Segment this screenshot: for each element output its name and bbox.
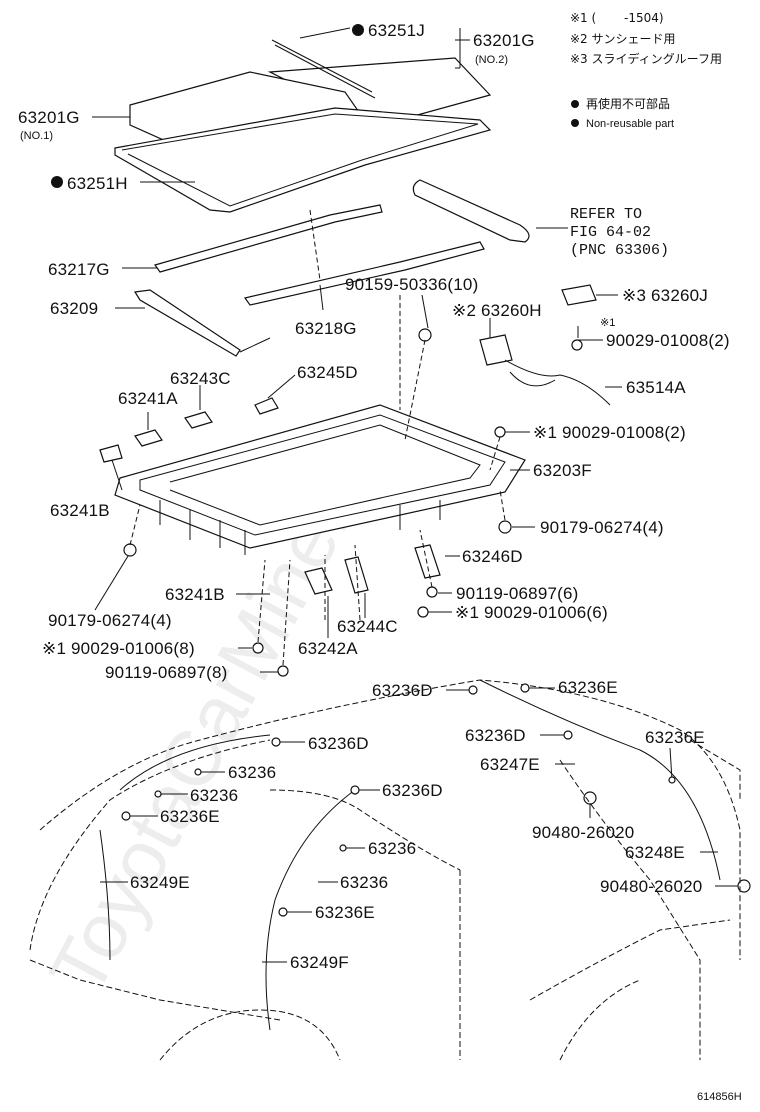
label-63241B-a: 63241B — [50, 501, 110, 520]
bracket-63243C — [184, 411, 213, 429]
note-1: ※1 ( -1504) — [570, 11, 664, 25]
note-2: ※2 サンシェード用 — [570, 32, 676, 46]
refer-line-1: REFER TO — [570, 206, 642, 223]
label-90480-26020-a: 90480-26020 — [532, 823, 634, 842]
label-no1: (NO.1) — [20, 130, 53, 142]
label-63203F: 63203F — [533, 461, 592, 480]
label-63236-d: 63236 — [340, 873, 388, 892]
bracket-63245D — [254, 397, 279, 415]
label-no2: (NO.2) — [475, 54, 508, 66]
label-90119-06897-right: 90119-06897(6) — [456, 584, 579, 603]
nonreusable-dot-icon — [352, 24, 364, 36]
label-90119-06897-left: 90119-06897(8) — [105, 663, 228, 682]
label-63218G: 63218G — [295, 319, 357, 338]
glass-frame-weatherstrip — [114, 107, 492, 213]
label-90179-06274-right: 90179-06274(4) — [540, 518, 664, 537]
wire-harness-63514A — [504, 359, 611, 406]
label-63209: 63209 — [50, 299, 98, 318]
alignment-lines — [129, 209, 506, 666]
label-63236E-d: 63236E — [315, 903, 375, 922]
label-63201G-no2: 63201G — [473, 31, 535, 50]
label-63217G: 63217G — [48, 260, 110, 279]
front-wind-deflector — [154, 204, 383, 273]
label-63251H: 63251H — [67, 174, 128, 193]
label-63236E-b: 63236E — [645, 728, 705, 747]
label-63236D-b: 63236D — [465, 726, 526, 745]
label-63236-a: 63236 — [228, 763, 276, 782]
label-63248E: 63248E — [625, 843, 685, 862]
label-63236-c: 63236 — [368, 839, 416, 858]
label-90029-01006-right: ※1 90029-01006(6) — [455, 603, 608, 622]
bullet-icon — [571, 100, 579, 108]
note-3: ※3 スライディングルーフ用 — [570, 51, 722, 66]
label-63242A: 63242A — [298, 639, 358, 658]
label-63249F: 63249F — [290, 953, 349, 972]
label-63236D-c: 63236D — [308, 734, 369, 753]
label-63236D-d: 63236D — [382, 781, 443, 800]
bracket-63241A — [134, 429, 163, 447]
label-star1: ※1 — [600, 317, 615, 329]
label-63260J: ※3 63260J — [622, 286, 708, 305]
label-63241B-b: 63241B — [165, 585, 225, 604]
nonreusable-dot-icon — [51, 176, 63, 188]
label-90029-01006-left: ※1 90029-01006(8) — [42, 639, 195, 658]
drain-hose-clips — [121, 683, 676, 917]
label-63514A: 63514A — [626, 378, 686, 397]
sunshade-roll — [412, 179, 530, 243]
figure-id: 614856H — [697, 1091, 742, 1103]
label-90159-50336: 90159-50336(10) — [345, 275, 478, 294]
label-63243C: 63243C — [170, 369, 231, 388]
legend-nonreusable-en: Non-reusable part — [586, 118, 674, 130]
label-63260H: ※2 63260H — [452, 301, 542, 320]
label-63247E: 63247E — [480, 755, 540, 774]
refer-line-2: FIG 64-02 — [570, 224, 651, 241]
label-63201G-no1: 63201G — [18, 108, 80, 127]
refer-line-3: (PNC 63306) — [570, 242, 669, 259]
label-90029-01008-b: ※1 90029-01008(2) — [533, 423, 686, 442]
label-63244C: 63244C — [337, 617, 398, 636]
fasteners — [123, 328, 751, 893]
label-63236-b: 63236 — [190, 786, 238, 805]
label-90480-26020-b: 90480-26020 — [600, 877, 702, 896]
motor-63260J — [561, 284, 597, 306]
bracket-63244C — [344, 556, 369, 594]
label-63251J: 63251J — [368, 21, 425, 40]
drain-channel-63218G — [243, 241, 485, 306]
leader-lines — [92, 27, 738, 963]
label-63249E: 63249E — [130, 873, 190, 892]
label-63236E-c: 63236E — [160, 807, 220, 826]
notes-block: ※1 ( -1504) ※2 サンシェード用 ※3 スライディングルーフ用 再使… — [570, 11, 722, 130]
refer-note: REFER TO FIG 64-02 (PNC 63306) — [570, 206, 669, 259]
label-63236D-a: 63236D — [372, 681, 433, 700]
bracket-63241B-top — [99, 444, 123, 463]
bullet-icon — [571, 119, 579, 127]
label-63241A: 63241A — [118, 389, 178, 408]
label-63245D: 63245D — [297, 363, 358, 382]
vehicle-outline — [29, 679, 741, 1061]
sunroof-housing-frame — [114, 404, 526, 555]
label-90029-01008-a: 90029-01008(2) — [606, 331, 730, 350]
part-labels: 63251J 63201G (NO.2) 63201G (NO.1) 63251… — [18, 21, 730, 972]
label-90179-06274-left: 90179-06274(4) — [48, 611, 172, 630]
label-63246D: 63246D — [462, 547, 523, 566]
rail-cover-63209 — [133, 289, 271, 357]
motor-63260H — [479, 334, 513, 366]
label-63236E-a: 63236E — [558, 678, 618, 697]
bracket-63246D — [414, 544, 441, 579]
legend-nonreusable-jp: 再使用不可部品 — [586, 96, 670, 111]
